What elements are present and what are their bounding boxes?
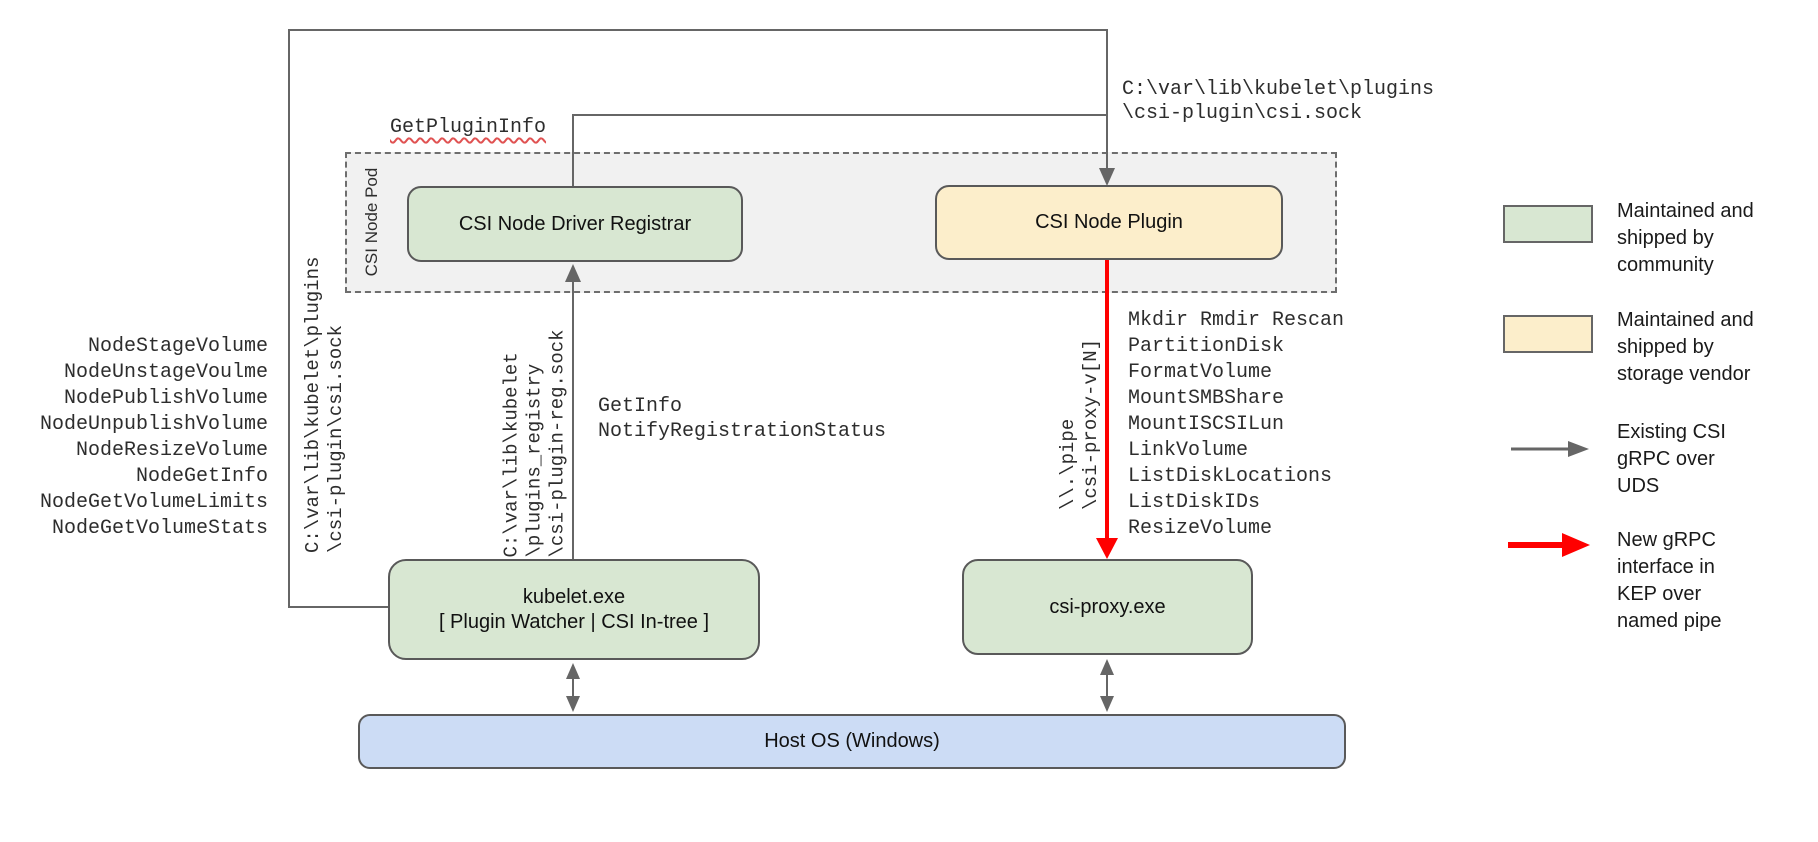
legend-new-grpc-label: New gRPC interface in KEP over named pip… xyxy=(1617,529,1722,632)
get-plugin-info-label: GetPluginInfo xyxy=(390,116,547,139)
kubelet-host-arrowhead-down xyxy=(566,696,580,712)
named-pipe-path-label: \\.\pipe \csi-proxy-v[N] xyxy=(1057,338,1102,510)
legend-vendor-swatch xyxy=(1503,315,1593,353)
legend-existing-grpc-label: Existing CSI gRPC over UDS xyxy=(1617,421,1726,497)
csiproxy-host-arrowhead-down xyxy=(1100,696,1114,712)
legend-community-swatch xyxy=(1503,205,1593,243)
csi-proxy-command-list: Mkdir Rmdir Rescan PartitionDisk FormatV… xyxy=(1128,309,1345,540)
csi-sock-path-label-top: C:\var\lib\kubelet\plugins \csi-plugin\c… xyxy=(1122,78,1435,125)
kubelet-host-arrowhead-up xyxy=(566,663,580,679)
legend-existing-arrowhead xyxy=(1568,441,1589,457)
csiproxy-host-arrowhead-up xyxy=(1100,659,1114,675)
legend-vendor-label: Maintained and shipped by storage vendor xyxy=(1617,309,1754,385)
host-os-box: Host OS (Windows) xyxy=(358,714,1346,769)
legend-new-arrowhead xyxy=(1562,533,1590,557)
registration-sock-path-label: C:\var\lib\kubelet \plugins_registry \cs… xyxy=(500,329,569,558)
csi-node-plugin-box: CSI Node Plugin xyxy=(935,185,1283,260)
plugin-to-csiproxy-arrowhead xyxy=(1096,538,1118,559)
kubelet-box: kubelet.exe [ Plugin Watcher | CSI In-tr… xyxy=(388,559,760,660)
csi-node-pod-label: CSI Node Pod xyxy=(362,167,381,277)
csi-proxy-box: csi-proxy.exe xyxy=(962,559,1253,655)
registration-calls-label: GetInfo NotifyRegistrationStatus xyxy=(598,395,887,443)
csi-sock-path-label-left: C:\var\lib\kubelet\plugins \csi-plugin\c… xyxy=(302,256,347,553)
legend-community-label: Maintained and shipped by community xyxy=(1617,200,1754,276)
csi-node-driver-registrar-box: CSI Node Driver Registrar xyxy=(407,186,743,262)
node-rpc-list: NodeStageVolume NodeUnstageVoulme NodePu… xyxy=(39,335,268,540)
